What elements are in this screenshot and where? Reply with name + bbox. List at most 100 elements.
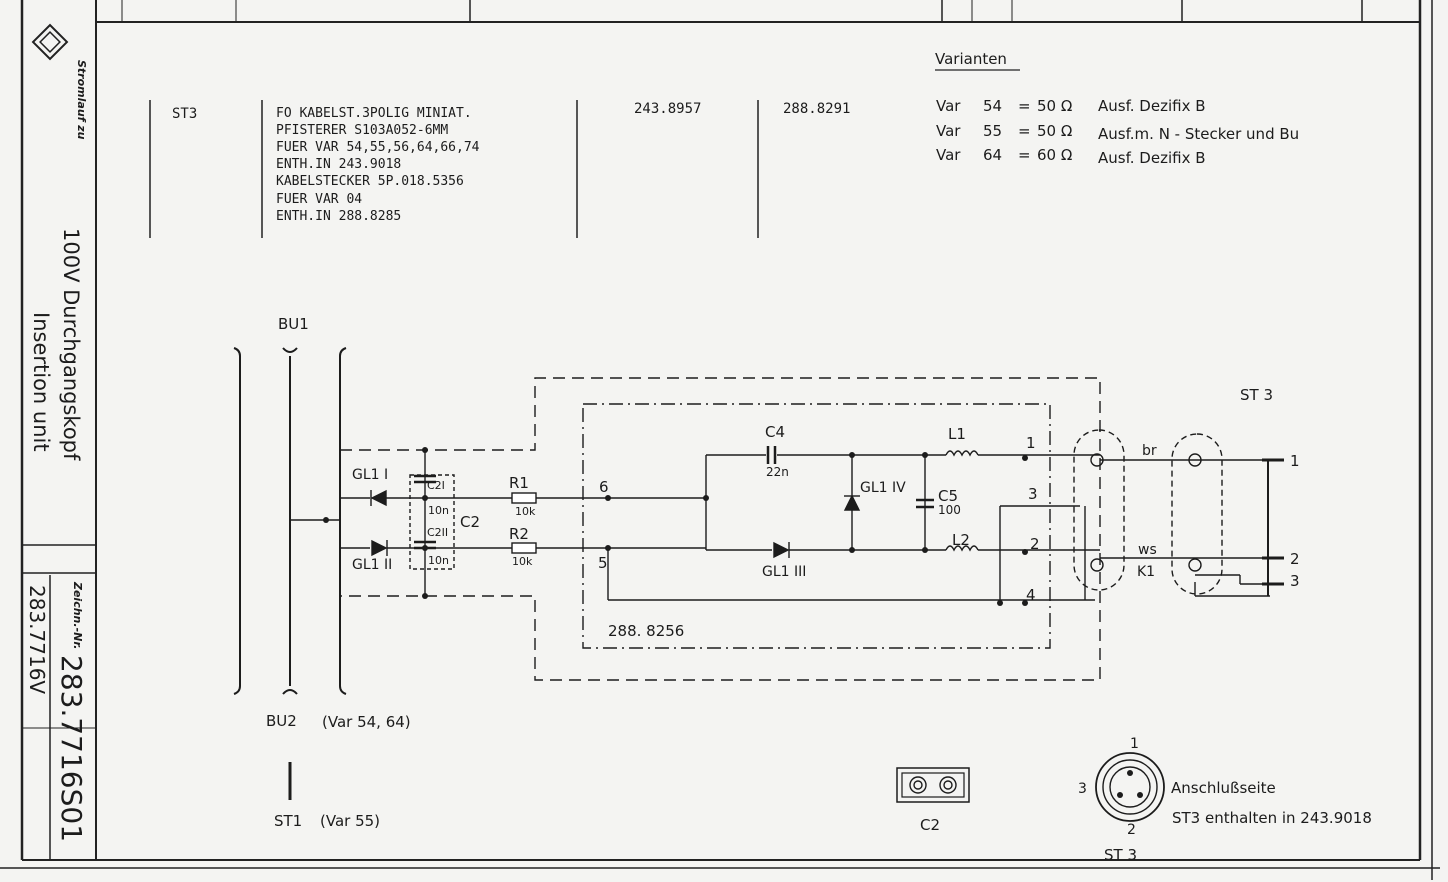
parts-desc-line: FUER VAR 04 bbox=[276, 192, 362, 207]
diode-gl1-4 bbox=[843, 494, 861, 511]
parts-table: ST3 FO KABELST.3POLIG MINIAT. PFISTERER … bbox=[149, 100, 850, 238]
gl1-1-label: GL1 I bbox=[352, 467, 388, 483]
conn-pin-1: 1 bbox=[1130, 736, 1139, 752]
svg-text:Var: Var bbox=[936, 146, 961, 164]
parts-number-2: 288.8291 bbox=[783, 101, 850, 117]
c2-label: C2 bbox=[460, 513, 480, 531]
resistor-r1 bbox=[511, 492, 537, 504]
diode-gl1-2 bbox=[371, 539, 388, 557]
parts-desc-line: FO KABELST.3POLIG MINIAT. bbox=[276, 106, 472, 121]
node-3-label: 3 bbox=[1028, 485, 1038, 503]
variant-row: Var 55 = 50 Ω Ausf.m. N - Stecker und Bu bbox=[936, 122, 1299, 143]
c5-value: 100 bbox=[938, 503, 961, 517]
svg-text:Ausf. Dezifix B: Ausf. Dezifix B bbox=[1098, 149, 1206, 167]
node-1-label: 1 bbox=[1026, 434, 1036, 452]
st3-connector-face bbox=[1095, 752, 1165, 822]
variants-block: Varianten Var 54 = 50 Ω Ausf. Dezifix B … bbox=[935, 50, 1299, 167]
variant-row: Var 54 = 50 Ω Ausf. Dezifix B bbox=[936, 97, 1206, 115]
st3-pin-3: 3 bbox=[1290, 572, 1300, 590]
st3-detail-label: ST 3 bbox=[1104, 846, 1137, 864]
st3-label: ST 3 bbox=[1240, 386, 1273, 404]
st3-pin-2: 2 bbox=[1290, 550, 1300, 568]
conn-pin-2: 2 bbox=[1127, 822, 1136, 838]
module-box bbox=[582, 403, 1051, 649]
gl1-3-label: GL1 III bbox=[762, 564, 806, 580]
node-4-label: 4 bbox=[1026, 586, 1036, 604]
parts-desc-line: PFISTERER S103A052-6MM bbox=[276, 123, 448, 138]
svg-text:60 Ω: 60 Ω bbox=[1037, 146, 1072, 164]
bu2-label: BU2 bbox=[266, 712, 297, 730]
r1-value: 10k bbox=[515, 505, 536, 518]
enthalten-label: ST3 enthalten in 243.9018 bbox=[1172, 809, 1372, 827]
svg-text:=: = bbox=[1018, 122, 1031, 140]
r2-label: R2 bbox=[509, 525, 529, 543]
c4-value: 22n bbox=[766, 465, 789, 479]
title-de: 100V Durchgangskopf bbox=[59, 228, 83, 461]
node-2-label: 2 bbox=[1030, 535, 1040, 553]
module-number: 288. 8256 bbox=[608, 622, 684, 640]
outer-shield bbox=[340, 377, 1101, 681]
diode-gl1-3 bbox=[773, 541, 790, 559]
svg-text:54: 54 bbox=[983, 97, 1002, 115]
title-en: Insertion unit bbox=[29, 312, 53, 452]
parts-desc-line: ENTH.IN 288.8285 bbox=[276, 209, 401, 224]
c2-detail bbox=[896, 767, 970, 803]
st3-connector bbox=[1262, 458, 1284, 596]
c2-2-value: 10n bbox=[428, 554, 449, 567]
resistor-r2 bbox=[511, 542, 537, 554]
svg-text:64: 64 bbox=[983, 146, 1002, 164]
svg-text:=: = bbox=[1018, 146, 1031, 164]
conn-pin-3: 3 bbox=[1078, 781, 1087, 797]
inductor-l2 bbox=[945, 545, 979, 552]
node-5-label: 5 bbox=[598, 554, 608, 572]
c2-1-label: C2I bbox=[427, 479, 445, 492]
svg-text:Ausf.m. N - Stecker und Bu: Ausf.m. N - Stecker und Bu bbox=[1098, 125, 1299, 143]
inductor-l1 bbox=[945, 450, 979, 457]
l1-label: L1 bbox=[948, 425, 966, 443]
svg-text:50 Ω: 50 Ω bbox=[1037, 97, 1072, 115]
c4-label: C4 bbox=[765, 423, 785, 441]
svg-text:=: = bbox=[1018, 97, 1031, 115]
variants-heading: Varianten bbox=[935, 50, 1007, 68]
parts-desc-line: ENTH.IN 243.9018 bbox=[276, 157, 401, 172]
capacitor-c2 bbox=[409, 474, 455, 570]
c2-1-value: 10n bbox=[428, 504, 449, 517]
svg-text:Ausf. Dezifix B: Ausf. Dezifix B bbox=[1098, 97, 1206, 115]
variant-row: Var 64 = 60 Ω Ausf. Dezifix B bbox=[936, 146, 1206, 167]
capacitor-c5 bbox=[916, 498, 934, 509]
r2-value: 10k bbox=[512, 555, 533, 568]
stromlauf-label: Stromlauf zu bbox=[75, 60, 88, 140]
gl1-2-label: GL1 II bbox=[352, 557, 392, 573]
r1-label: R1 bbox=[509, 474, 529, 492]
parts-desc-line: KABELSTECKER 5P.018.5356 bbox=[276, 174, 464, 189]
wire-br-label: br bbox=[1142, 443, 1157, 459]
c2-2-label: C2II bbox=[427, 526, 448, 539]
drawing-number: 283.7716S01 bbox=[55, 655, 88, 842]
st1-label: ST1 bbox=[274, 812, 302, 830]
c2-detail-label: C2 bbox=[920, 816, 940, 834]
parts-number-1: 243.8957 bbox=[634, 101, 701, 117]
st1-var-label: (Var 55) bbox=[320, 812, 380, 830]
wire-ws-label: ws bbox=[1138, 542, 1157, 558]
company-logo bbox=[31, 23, 69, 61]
anschluss-label: Anschlußseite bbox=[1171, 779, 1276, 797]
bu2-var-label: (Var 54, 64) bbox=[322, 713, 411, 731]
svg-text:50 Ω: 50 Ω bbox=[1037, 122, 1072, 140]
svg-text:55: 55 bbox=[983, 122, 1002, 140]
drawing-number-side: 283.7716V bbox=[25, 585, 49, 694]
node-6-label: 6 bbox=[599, 478, 609, 496]
l2-label: L2 bbox=[952, 531, 970, 549]
capacitor-c4 bbox=[766, 446, 777, 464]
diode-gl1-1 bbox=[370, 489, 387, 507]
svg-text:Var: Var bbox=[936, 97, 961, 115]
k1-label: K1 bbox=[1137, 564, 1155, 580]
st3-pin-1: 1 bbox=[1290, 452, 1300, 470]
circuit-schematic bbox=[233, 347, 1284, 822]
parts-desc-line: FUER VAR 54,55,56,64,66,74 bbox=[276, 140, 480, 155]
c5-label: C5 bbox=[938, 487, 958, 505]
coax-bus bbox=[233, 347, 347, 695]
coax-connector-k1 bbox=[1073, 429, 1223, 595]
parts-ref: ST3 bbox=[172, 106, 197, 122]
